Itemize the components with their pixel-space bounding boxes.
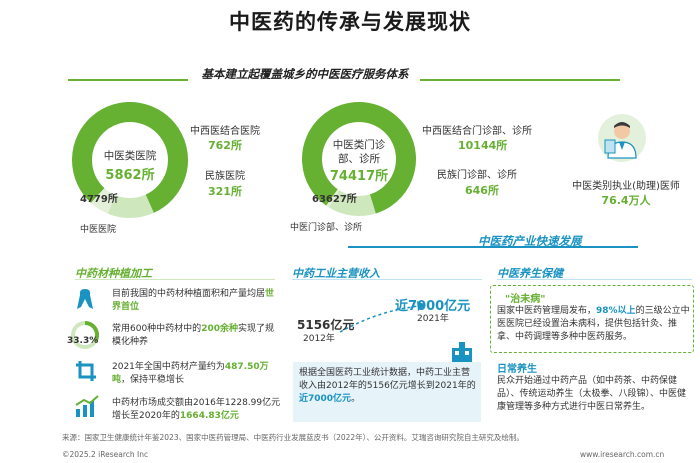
doctor-value: 76.4万人 bbox=[601, 194, 651, 207]
clinic-tcm-value: 63627所 bbox=[312, 194, 357, 205]
health-box bbox=[490, 285, 694, 353]
industry-year-2012: 2012年 bbox=[303, 334, 335, 344]
footer-source: 来源：国家卫生健康统计年鉴2023、国家中医药管理局、中医药行业发展蓝皮书（20… bbox=[62, 433, 524, 442]
health-sub1: "治未病" bbox=[505, 294, 546, 305]
section2-heading-line bbox=[348, 246, 638, 248]
percent-ring-label: 33.3% bbox=[67, 336, 99, 346]
ribbon-icon bbox=[77, 289, 93, 309]
industry-heading: 中药工业主营收入 bbox=[292, 267, 380, 280]
hospital-slice-2 bbox=[107, 194, 154, 218]
hospital-tcm-label: 中医医院 bbox=[80, 225, 117, 235]
hospital-integrated-label: 中西医结合医院 bbox=[190, 126, 260, 137]
planting-row-3: 2021年全国中药材产量约为487.50万吨，保持平稳增长 bbox=[112, 362, 269, 385]
section1-heading-line-right bbox=[420, 79, 620, 81]
hospital-tcm-value: 4779所 bbox=[80, 194, 118, 205]
planting-heading: 中药材种植加工 bbox=[75, 267, 152, 280]
crop-icon bbox=[76, 361, 96, 381]
health-text2: 民众开始通过中药产品（如中药茶、中药保健品）、传统运动养生（太极拳、八段锦）、中… bbox=[497, 376, 687, 412]
clinic-slice-2 bbox=[328, 190, 376, 216]
health-heading: 中医养生保健 bbox=[497, 267, 563, 280]
planting-row-2: 常用600种中药材中的200余种实现了规模化种养 bbox=[112, 324, 274, 347]
hospital-ethnic-label: 民族医院 bbox=[205, 171, 245, 182]
footer-url: www.iresearch.com.cn bbox=[580, 450, 665, 459]
doctor-icon bbox=[604, 122, 637, 159]
clinic-slice-3 bbox=[326, 189, 340, 208]
clinic-ethnic-label: 民族门诊部、诊所 bbox=[437, 170, 517, 181]
hospital-ethnic-value: 321所 bbox=[208, 185, 242, 198]
footer-copyright: ©2025.2 iResearch Inc bbox=[62, 450, 149, 459]
doctor-label: 中医类别执业(助理)医师 bbox=[572, 181, 680, 192]
planting-row-1: 目前我国的中药材种植面积和产量均居世界首位 bbox=[112, 289, 275, 312]
clinic-integrated-value: 10144所 bbox=[458, 139, 508, 152]
hospital-donut-chart bbox=[72, 102, 188, 218]
health-heading-underline bbox=[497, 279, 692, 280]
clinic-center-value: 74417所 bbox=[329, 169, 389, 184]
industry-heading-underline bbox=[292, 279, 482, 280]
industry-value-2021: 近7000亿元 bbox=[395, 299, 471, 314]
percent-ring-icon bbox=[71, 321, 99, 349]
planting-row-4: 中药材市场成交额由2016年1228.99亿元增长至2020年的1664.83亿… bbox=[112, 398, 281, 421]
health-sub2: 日常养生 bbox=[497, 364, 537, 375]
section1-heading: 基本建立起覆盖城乡的中医医疗服务体系 bbox=[201, 67, 409, 81]
industry-desc: 根据全国医药工业统计数据，中药工业主营收入由2012年的5156亿元增长到202… bbox=[299, 368, 476, 404]
factory-icon bbox=[452, 342, 472, 362]
clinic-ethnic-value: 646所 bbox=[465, 184, 499, 197]
hospital-integrated-value: 762所 bbox=[208, 139, 242, 152]
industry-year-2021: 2021年 bbox=[417, 314, 449, 324]
planting-heading-underline bbox=[75, 279, 275, 280]
page-title: 中医药的传承与发展现状 bbox=[229, 10, 471, 34]
hospital-slice-1 bbox=[72, 102, 188, 213]
section1-heading-line-left bbox=[68, 79, 188, 81]
industry-value-2012: 5156亿元 bbox=[297, 318, 355, 332]
growth-arrow bbox=[339, 301, 426, 333]
hospital-slice-3 bbox=[91, 187, 116, 214]
doctor-avatar bbox=[598, 114, 646, 162]
clinic-center-label-2: 部、诊所 bbox=[338, 153, 380, 165]
clinic-tcm-label: 中医门诊部、诊所 bbox=[290, 223, 363, 233]
clinic-integrated-label: 中西医结合门诊部、诊所 bbox=[422, 126, 532, 137]
hospital-center-value: 5862所 bbox=[105, 168, 155, 183]
market-chart-icon bbox=[75, 395, 99, 417]
clinic-donut-chart bbox=[302, 102, 416, 216]
health-text1: 国家中医药管理局发布，98%以上的三级公立中医医院已经设置治未病科，提供包括针灸… bbox=[497, 306, 690, 342]
industry-desc-box bbox=[293, 362, 481, 422]
clinic-center-label-1: 中医类门诊 bbox=[332, 139, 386, 151]
clinic-slice-1 bbox=[302, 102, 416, 214]
section2-heading: 中医药产业快速发展 bbox=[478, 234, 582, 248]
hospital-center-label: 中医类医院 bbox=[103, 150, 157, 162]
